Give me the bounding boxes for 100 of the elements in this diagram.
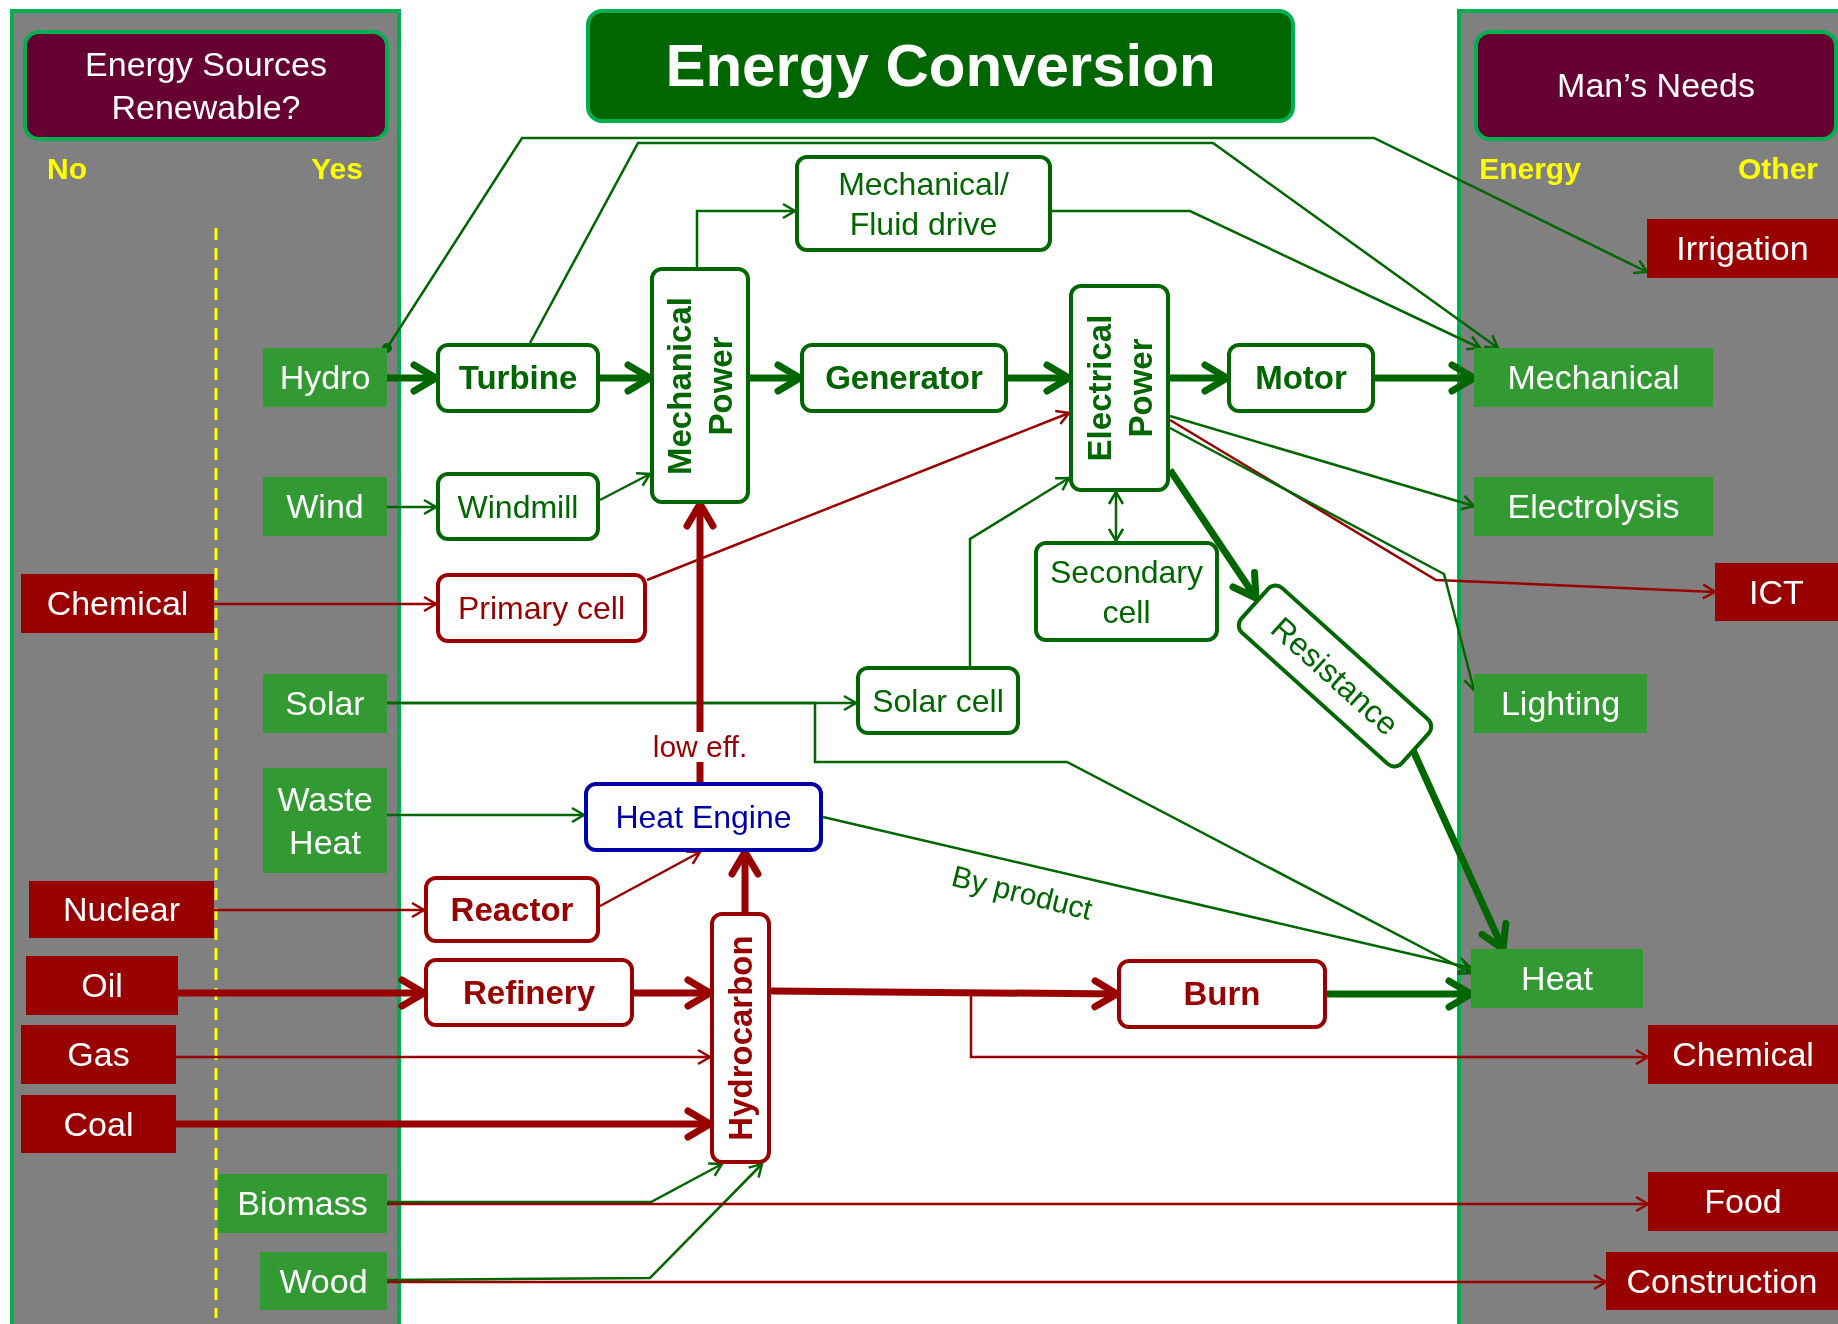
process-box [21, 1095, 176, 1153]
box-label: Oil [80, 965, 124, 1007]
process-box [1606, 1252, 1838, 1310]
box-label: Food [1703, 1181, 1783, 1223]
box-label: Lighting [1499, 683, 1622, 725]
process-box [1474, 348, 1713, 407]
column-label: Energy [1479, 150, 1581, 187]
process-box [26, 956, 178, 1015]
box-label: Windmill [456, 487, 580, 527]
arrow [176, 1048, 712, 1066]
arrow [1169, 414, 1476, 511]
process-box [1474, 674, 1647, 733]
arrow [1169, 418, 1717, 600]
arrow [387, 806, 586, 824]
box-label: Mechanical [1506, 357, 1681, 399]
process-box [263, 477, 387, 536]
process-box [1647, 219, 1838, 278]
arrow [599, 850, 702, 908]
box-label: Refinery [461, 972, 597, 1013]
process-box [1474, 477, 1713, 536]
process-box [856, 666, 1020, 735]
process-box [1648, 1025, 1838, 1084]
process-box [1034, 541, 1219, 642]
process-box [1227, 343, 1375, 413]
arrow [387, 1273, 1608, 1291]
box-label: Heat [1520, 958, 1594, 1000]
box-label: Mechanical Power [659, 295, 740, 477]
box-label: Wood [278, 1260, 369, 1302]
arrow [214, 901, 426, 919]
process-box [1069, 284, 1170, 492]
process-box [1648, 1172, 1838, 1231]
box-label: Waste Heat [276, 779, 374, 863]
box-label: Reactor [449, 889, 575, 930]
box-label: Primary cell [456, 589, 627, 628]
process-box [260, 1252, 387, 1310]
process-box [795, 155, 1052, 252]
box-label: Hydrocarbon [720, 934, 760, 1143]
process-box [424, 958, 634, 1027]
box-label: Energy Sources Renewable? [84, 44, 328, 128]
box-label: Wind [285, 486, 365, 528]
box-label: Chemical [45, 583, 190, 625]
arrow [387, 1195, 1650, 1213]
box-label: Irrigation [1675, 228, 1810, 270]
box-label: Burn [1182, 974, 1262, 1015]
box-label: Construction [1625, 1260, 1819, 1302]
box-label: Electrical Power [1079, 313, 1160, 464]
process-box [650, 267, 750, 504]
process-box [424, 876, 600, 943]
arrow [1107, 490, 1125, 543]
box-label: Generator [824, 358, 984, 399]
column-label: Other [1738, 150, 1818, 187]
arrow [382, 136, 1649, 353]
process-box [584, 782, 823, 852]
process-box [21, 574, 214, 633]
box-label: Solar cell [871, 681, 1005, 721]
process-box [710, 912, 771, 1164]
process-box [436, 343, 600, 413]
process-box [436, 573, 647, 643]
arrow [387, 1162, 724, 1204]
arrow [822, 815, 1473, 974]
arrow [968, 476, 1071, 666]
box-label: Chemical [1671, 1034, 1815, 1076]
box-label: Coal [62, 1103, 135, 1145]
process-box [29, 881, 214, 938]
process-box [263, 348, 387, 407]
box-label: Hydro [278, 357, 372, 399]
process-box [1715, 563, 1838, 621]
process-box [263, 674, 387, 733]
column-label: No [47, 150, 87, 187]
process-box [263, 768, 387, 873]
box-label: Heat Engine [614, 798, 793, 837]
title-banner: Energy Conversion [586, 9, 1295, 123]
box-label: Nuclear [61, 889, 182, 931]
box-label: Solar [284, 683, 366, 725]
arrow [599, 472, 652, 502]
box-label: Turbine [457, 358, 579, 399]
process-box [436, 472, 600, 541]
arrow [214, 595, 438, 613]
column-label: Yes [311, 150, 363, 187]
arrow [387, 701, 1473, 975]
arrow [387, 498, 438, 516]
box-label: Gas [66, 1034, 131, 1076]
process-box [1117, 959, 1327, 1029]
box-label: Electrolysis [1506, 486, 1681, 528]
box-label: Mechanical/ Fluid drive [837, 164, 1010, 244]
box-label: ICT [1748, 571, 1805, 613]
panel-header [1474, 30, 1838, 141]
box-label: Man’s Needs [1556, 65, 1756, 107]
arrow [646, 409, 1071, 582]
arrow [1052, 209, 1482, 351]
box-label: Motor [1254, 358, 1348, 399]
process-box [21, 1025, 176, 1084]
arrow [695, 202, 797, 267]
panel-header [23, 30, 389, 141]
box-label: Biomass [236, 1183, 369, 1225]
process-box [800, 343, 1008, 413]
arrow [528, 141, 1500, 350]
box-label: Secondary cell [1049, 552, 1204, 632]
arrow [387, 1162, 764, 1282]
process-box [218, 1174, 387, 1233]
